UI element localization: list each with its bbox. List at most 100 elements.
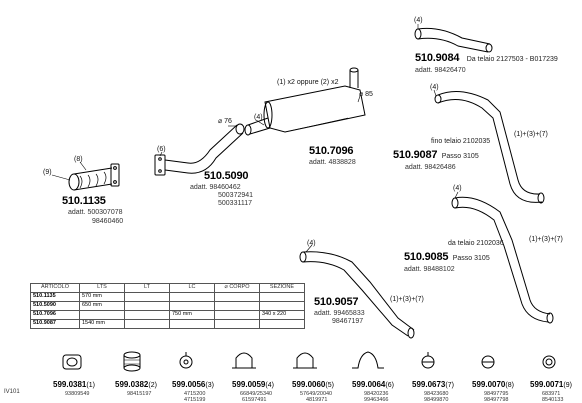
- callout-8: (8): [74, 156, 83, 163]
- part-code: 510.9084: [415, 52, 459, 64]
- spec-table: ARTICOLO LTS LT LC ⌀ CORPO SEZIONE 510.1…: [30, 283, 305, 329]
- accessory-code: 599.0673: [412, 380, 445, 389]
- col-header: ⌀ CORPO: [215, 284, 260, 293]
- part-510-5090: 510.5090 adatt. 98460462 500372941 50033…: [204, 171, 253, 207]
- table-cell: [80, 311, 125, 320]
- u-clamp-icon: [293, 353, 317, 368]
- part-ref: adatt. 98488102: [404, 266, 504, 273]
- accessory-ref: 99463466: [352, 398, 394, 403]
- part-ref: adatt. 500307078: [62, 209, 123, 216]
- table-cell: 650 mm: [80, 302, 125, 311]
- table-row: 510.5090 650 mm: [31, 302, 305, 311]
- accessory-599-0056: 599.0056(3) 4715200 4715199: [172, 375, 214, 403]
- part-510-9087: fino telaio 2102035 510.9087 Passo 3105 …: [393, 138, 490, 171]
- muffler-note: (1) x2 oppure (2) x2: [277, 79, 338, 86]
- accessory-set-c: (1)+(3)+(7): [390, 296, 424, 303]
- accessory-code: 599.0060: [292, 380, 325, 389]
- table-cell: [215, 311, 260, 320]
- table-cell: 510.5090: [31, 302, 80, 311]
- part-ref: adatt. 99465833: [314, 310, 365, 317]
- part-code: 510.9085: [404, 251, 448, 263]
- part-ref: adatt. 98426486: [393, 164, 490, 171]
- callout-9: (9): [43, 169, 52, 176]
- accessory-599-0059: 599.0059(4) 66849/25340 61597491: [232, 375, 274, 403]
- callout-4-top: (4): [414, 17, 423, 24]
- part-ref: 500331117: [204, 200, 253, 207]
- table-cell: [170, 302, 215, 311]
- accessory-599-0060: 599.0060(5) 57649/20040 4819971: [292, 375, 334, 403]
- table-cell: [215, 293, 260, 302]
- callout-4-mid: (4): [430, 84, 439, 91]
- table-cell: [125, 320, 170, 329]
- col-header: LTS: [80, 284, 125, 293]
- sleeve-icon: [124, 352, 140, 371]
- part-code: 510.9057: [314, 297, 365, 308]
- table-cell: [170, 320, 215, 329]
- table-cell: [260, 293, 305, 302]
- table-cell: [125, 311, 170, 320]
- col-header: LC: [170, 284, 215, 293]
- callout-6: (6): [157, 146, 166, 153]
- table-cell: [170, 293, 215, 302]
- part-ref: 98467197: [314, 318, 365, 325]
- part-note: fino telaio 2102035: [393, 138, 490, 145]
- hanger-ring-icon: [180, 352, 192, 368]
- accessory-number: (3): [205, 382, 214, 389]
- part-ref: 98460460: [62, 218, 123, 225]
- accessory-599-0381: 599.0381(1) 93809549: [53, 375, 95, 398]
- table-cell: [125, 302, 170, 311]
- col-header: LT: [125, 284, 170, 293]
- accessory-number: (9): [563, 382, 572, 389]
- accessory-number: (1): [86, 382, 95, 389]
- accessory-ref: 61597491: [232, 398, 274, 403]
- table-cell: 1540 mm: [80, 320, 125, 329]
- part-510-7096: 510.7096 adatt. 4838828: [309, 146, 356, 166]
- accessory-599-0382: 599.0382(2) 98415197: [115, 375, 157, 398]
- accessory-set-b: (1)+(3)+(7): [529, 236, 563, 243]
- u-clamp-icon: [232, 353, 256, 368]
- accessory-number: (7): [445, 382, 454, 389]
- table-cell: [215, 302, 260, 311]
- table-cell: 750 mm: [170, 311, 215, 320]
- part-code: 510.7096: [309, 146, 356, 157]
- accessory-ref: 4715199: [172, 398, 214, 403]
- col-header: ARTICOLO: [31, 284, 80, 293]
- part-code: 510.1135: [62, 196, 123, 207]
- table-cell: 570 mm: [80, 293, 125, 302]
- part-code: 510.5090: [204, 171, 253, 182]
- table-cell: 340 x 220: [260, 311, 305, 320]
- accessory-ref: 4819971: [292, 398, 334, 403]
- bracket-clamp-icon: [352, 352, 384, 368]
- part-510-1135: 510.1135 adatt. 500307078 98460460: [62, 196, 123, 225]
- col-header: SEZIONE: [260, 284, 305, 293]
- part-note: Da telaio 2127503 - B017239: [467, 56, 558, 63]
- callout-4-bottom: (4): [307, 240, 316, 247]
- part-510-9085: da telaio 2102036 510.9085 Passo 3105 ad…: [404, 240, 504, 273]
- clamp-ring-icon: [482, 356, 494, 368]
- pipe-510-9057-drawing: [300, 252, 414, 338]
- part-code: 510.9087: [393, 149, 437, 161]
- table-cell: 510.7096: [31, 311, 80, 320]
- table-cell: [260, 320, 305, 329]
- accessory-number: (2): [148, 382, 157, 389]
- part-ref: adatt. 4838828: [309, 159, 356, 166]
- accessory-599-0064: 599.0064(6) 98420236 99463466: [352, 375, 394, 403]
- pipe-510-1135-drawing: [69, 164, 119, 190]
- accessory-code: 599.0064: [352, 380, 385, 389]
- spec-table-header: ARTICOLO LTS LT LC ⌀ CORPO SEZIONE: [31, 284, 305, 293]
- part-ref: adatt. 98460462: [190, 184, 253, 191]
- table-cell: [125, 293, 170, 302]
- accessory-ref: 93809549: [53, 392, 95, 398]
- part-note: Passo 3105: [453, 255, 490, 262]
- accessory-number: (4): [265, 382, 274, 389]
- accessory-ref: 98497798: [472, 398, 514, 403]
- callout-4-silencer: (4): [254, 114, 263, 121]
- table-cell: [260, 302, 305, 311]
- part-510-9057: 510.9057 adatt. 99465833 98467197: [314, 297, 365, 325]
- part-note: da telaio 2102036: [404, 240, 504, 247]
- accessory-code: 599.0381: [53, 380, 86, 389]
- diameter-76: ⌀ 76: [218, 118, 232, 125]
- accessory-code: 599.0070: [472, 380, 505, 389]
- table-cell: 510.1135: [31, 293, 80, 302]
- gasket-icon: [63, 355, 81, 369]
